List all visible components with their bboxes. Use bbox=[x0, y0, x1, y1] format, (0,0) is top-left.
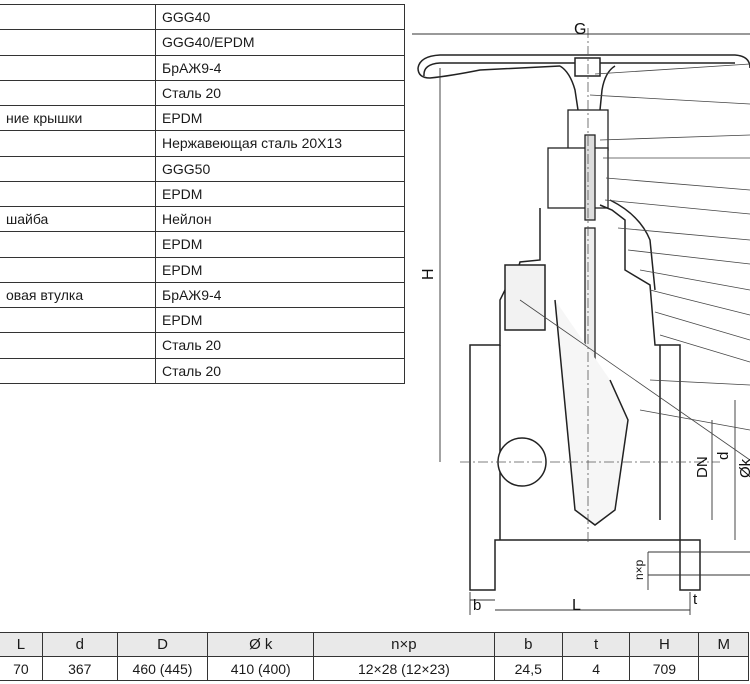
dimension-value: 70 bbox=[0, 656, 43, 681]
label-l: L bbox=[572, 597, 581, 614]
material-row: GGG40 bbox=[0, 3, 405, 31]
dimension-lines bbox=[412, 33, 750, 615]
material-cell: GGG40/EPDM bbox=[155, 29, 405, 56]
material-cell: Сталь 20 bbox=[155, 332, 405, 359]
dimension-header: D bbox=[116, 632, 209, 657]
part-name-cell bbox=[0, 231, 156, 258]
material-cell: Нержавеющая сталь 20Х13 bbox=[155, 130, 405, 157]
material-cell: EPDM bbox=[155, 104, 405, 132]
material-cell: Сталь 20 bbox=[155, 79, 405, 107]
part-name-cell bbox=[0, 79, 156, 107]
part-name-cell bbox=[0, 29, 156, 56]
dimension-header: n×p bbox=[313, 632, 495, 657]
material-row: Нержавеющая сталь 20Х13 bbox=[0, 130, 405, 157]
material-row: GGG40/EPDM bbox=[0, 29, 405, 56]
part-name-cell: овая втулка bbox=[0, 281, 156, 309]
dimension-value: 709 bbox=[629, 656, 700, 681]
dimension-header: L bbox=[0, 632, 43, 657]
dimension-value: 460 (445) bbox=[116, 656, 209, 681]
drawing-labels: G H DN d Øk n×p b L t bbox=[420, 21, 750, 614]
material-cell: БрАЖ9-4 bbox=[155, 54, 405, 81]
material-cell: GGG40 bbox=[155, 3, 405, 31]
handwheel bbox=[417, 54, 750, 111]
label-dn: DN bbox=[694, 456, 711, 478]
material-cell: БрАЖ9-4 bbox=[155, 281, 405, 309]
dimension-value: 24,5 bbox=[493, 656, 563, 681]
dimension-header: b bbox=[493, 632, 563, 657]
label-d: d bbox=[715, 452, 732, 460]
material-cell: EPDM bbox=[155, 306, 405, 334]
material-row: EPDM bbox=[0, 180, 405, 208]
part-name-cell bbox=[0, 357, 156, 384]
material-row: GGG50 bbox=[0, 155, 405, 182]
valve-body bbox=[469, 199, 701, 591]
dimension-value: 4 bbox=[561, 656, 631, 681]
label-h: H bbox=[420, 268, 437, 280]
material-row: EPDM bbox=[0, 256, 405, 283]
material-cell: GGG50 bbox=[155, 155, 405, 182]
material-row: БрАЖ9-4 bbox=[0, 54, 405, 81]
dimension-header: d bbox=[41, 632, 118, 657]
label-g: G bbox=[574, 21, 586, 38]
material-cell: EPDM bbox=[155, 256, 405, 283]
label-nxp: n×p bbox=[632, 559, 646, 580]
valve-drawing: G H DN d Øk n×p b L t bbox=[412, 21, 750, 615]
dimension-value bbox=[698, 656, 749, 681]
leader-lines bbox=[519, 63, 750, 461]
part-name-cell bbox=[0, 54, 156, 81]
dimension-value: 410 (400) bbox=[207, 656, 315, 681]
dimension-header: M bbox=[698, 632, 749, 657]
material-row: Сталь 20 bbox=[0, 79, 405, 107]
part-name-cell bbox=[0, 306, 156, 334]
part-name-cell: шайба bbox=[0, 205, 156, 233]
part-name-cell bbox=[0, 332, 156, 359]
label-b: b bbox=[473, 597, 481, 614]
label-k: Øk bbox=[737, 458, 750, 478]
part-name-cell bbox=[0, 155, 156, 182]
part-name-cell bbox=[0, 3, 156, 31]
label-t: t bbox=[693, 591, 698, 608]
dimension-header: t bbox=[561, 632, 631, 657]
material-cell: Сталь 20 bbox=[155, 357, 405, 384]
material-row: EPDM bbox=[0, 231, 405, 258]
material-cell: EPDM bbox=[155, 180, 405, 208]
material-row: EPDM bbox=[0, 306, 405, 334]
dimension-value: 12×28 (12×23) bbox=[313, 656, 495, 681]
material-cell: Нейлон bbox=[155, 205, 405, 233]
part-name-cell bbox=[0, 180, 156, 208]
material-row: Сталь 20 bbox=[0, 332, 405, 359]
dimension-header: H bbox=[629, 632, 700, 657]
material-row: Сталь 20 bbox=[0, 357, 405, 384]
dimension-header: Ø k bbox=[207, 632, 315, 657]
part-name-cell bbox=[0, 130, 156, 157]
material-cell: EPDM bbox=[155, 231, 405, 258]
part-name-cell: ние крышки bbox=[0, 104, 156, 132]
part-name-cell bbox=[0, 256, 156, 283]
centerlines bbox=[460, 28, 720, 545]
dimension-value: 367 bbox=[41, 656, 118, 681]
